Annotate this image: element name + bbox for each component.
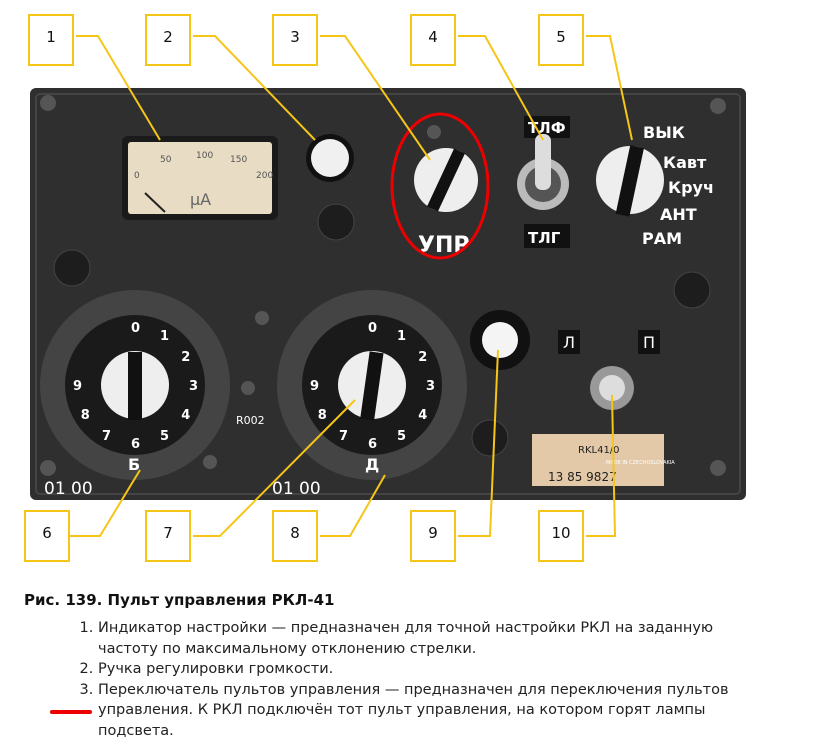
plate-model: RKL41/0 [578,445,620,456]
callout-3: 3 [272,14,318,66]
dial-digit: 9 [310,379,319,394]
dial-digit: 7 [339,429,348,444]
callout-10: 10 [538,510,584,562]
callout-2: 2 [145,14,191,66]
meter-needle [144,192,166,213]
dial-digit: 0 [368,321,377,336]
callout-4: 4 [410,14,456,66]
dial-digit: 2 [418,350,427,365]
toggle-label-top: ТЛФ [528,119,566,137]
dial-digit: 5 [397,429,406,444]
meter-unit: μA [190,190,211,209]
dial-digit: 4 [418,408,427,423]
dial-digit: 8 [81,408,90,423]
dial-digit: 8 [318,408,327,423]
name-plate [532,434,664,486]
description-list: Индикатор настройки — предназначен для т… [56,618,738,741]
tuning-indicator [128,142,272,214]
plate-serial: 13 85 9827 [548,470,617,484]
meter-scale-tick: 100 [196,151,213,161]
callout-1: 1 [28,14,74,66]
dial-digit: 2 [181,350,190,365]
mode-label: РАМ [642,229,682,248]
meter-scale-tick: 150 [230,155,247,165]
plate-made-in: MADE IN CZECHOSLOVAKIA [606,460,675,466]
red-underline-mark [50,710,92,714]
mode-label: Кавт [663,153,707,172]
dial-digit: 6 [368,437,377,452]
dial-digit: 7 [102,429,111,444]
list-item: Ручка регулировки громкости. [98,659,738,680]
callout-5: 5 [538,14,584,66]
callout-9: 9 [410,510,456,562]
mode-label: АНТ [660,205,697,224]
dial-digit: 3 [426,379,435,394]
dial-digit: 1 [397,329,406,344]
dial-right-letter: Д [365,455,379,474]
list-item: Индикатор настройки — предназначен для т… [98,618,738,659]
frequency-dial-left [40,290,230,480]
dial-digit: 5 [160,429,169,444]
callout-8: 8 [272,510,318,562]
dial-digit: 4 [181,408,190,423]
figure-caption: Рис. 139. Пульт управления РКЛ-41 [24,591,335,609]
dial-digit: 6 [131,437,140,452]
lamp-label-right: П [643,333,655,352]
dial-digit: 3 [189,379,198,394]
dial-digit: 9 [73,379,82,394]
mode-label: ВЫК [643,123,685,142]
list-item: Переключатель пультов управления — предн… [98,680,738,742]
mode-label: Круч [668,178,714,197]
callout-6: 6 [24,510,70,562]
meter-scale-tick: 200 [256,171,273,181]
model-label: R002 [236,414,265,427]
toggle-label-bottom: ТЛГ [528,229,561,247]
dial-left-letter: Б [128,455,140,474]
counter-right: 01 00 [272,479,321,499]
meter-scale-tick: 50 [160,155,172,165]
counter-left: 01 00 [44,479,93,499]
meter-scale-tick: 0 [134,171,140,181]
dial-digit: 1 [160,329,169,344]
callout-7: 7 [145,510,191,562]
backlight-knob [482,322,518,358]
red-highlight-circle [390,112,490,260]
lamp-label-left: Л [563,333,575,352]
frequency-dial-right [277,290,467,480]
meter-scale: 0 50 100 150 200 [134,151,273,181]
callout-lines [70,35,633,537]
dial-digit: 0 [131,321,140,336]
